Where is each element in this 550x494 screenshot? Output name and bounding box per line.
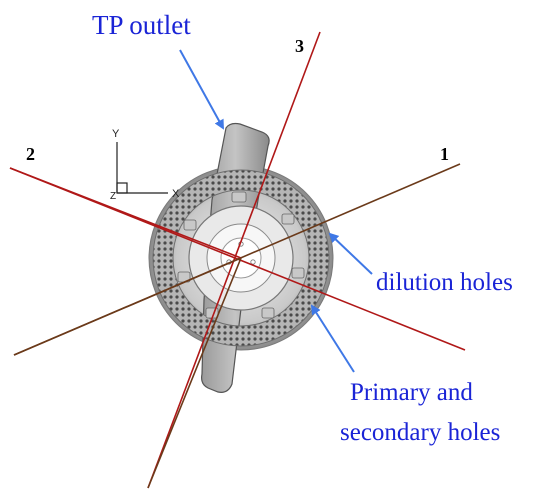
cutting-planes [9,31,466,489]
coordinate-axes [116,142,168,194]
primary-arrow [310,304,355,373]
plane-line-3-lower [147,257,242,489]
dilution-arrow [328,232,373,275]
axis-x-label: X [172,188,180,200]
liner-outer-edge [152,169,330,347]
primary-holes-label-line1: Primary and [350,379,473,406]
dilution-holes-label: dilution holes [376,269,513,296]
plane-label-2: 2 [26,144,35,164]
annotation-arrows [179,49,373,373]
primary-holes-label-line2: secondary holes [340,419,500,446]
plane-label-1: 1 [440,144,449,164]
liner-inner-edge [172,189,310,327]
plane-label-3: 3 [295,36,304,56]
plane-line-3 [147,31,321,489]
axis-z-label: Z [110,191,116,202]
swirler-blocks [177,191,305,319]
axis-y-label: Y [112,128,120,140]
plane-line-2-left [9,167,242,259]
tp-outlet-label: TP outlet [92,10,191,40]
liner-hole-ring [153,170,329,346]
plane-line-1-left [13,257,242,356]
tp-outlet-arrow [179,49,224,130]
